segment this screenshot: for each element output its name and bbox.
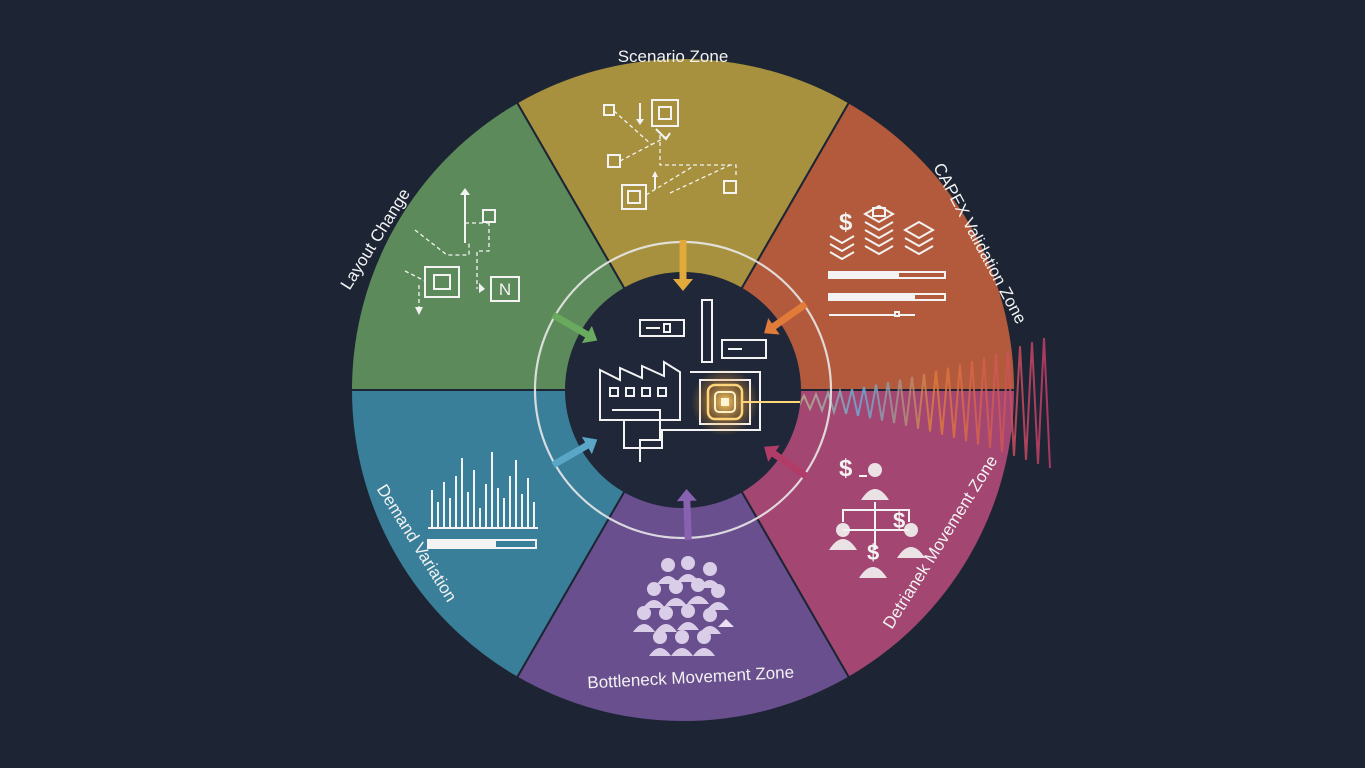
person-head (675, 630, 689, 644)
arrow-detrimental (764, 445, 808, 479)
person-head (681, 604, 695, 618)
person-head (703, 562, 717, 576)
person-head (681, 556, 695, 570)
arrow-bottleneck (676, 488, 697, 541)
dollar-sign-top: $ (839, 455, 853, 482)
money-stack-icon: $ (828, 204, 946, 317)
dollar-sign: $ (839, 209, 853, 236)
person-body (643, 600, 665, 608)
arrow-scenario (673, 240, 693, 291)
person-head (647, 582, 661, 596)
person-head (691, 578, 705, 592)
person-head (637, 606, 651, 620)
zone-label-scenario: Scenario Zone (618, 47, 729, 66)
org-money-icon: $ $ $ (829, 455, 925, 578)
dollar-sign-center: $ (867, 540, 879, 565)
person-head (703, 608, 717, 622)
person-body (671, 648, 693, 656)
person-body (665, 598, 687, 606)
arrow-capex (764, 301, 808, 335)
up-arrow-icon (718, 619, 734, 627)
dollar-sign-right: $ (893, 508, 905, 533)
person-head (653, 630, 667, 644)
person-body (677, 622, 699, 630)
person-body (693, 648, 715, 656)
person-body (655, 624, 677, 632)
signal-wave (759, 338, 1051, 469)
layout-diagram-icon (603, 99, 737, 210)
progress-fill (428, 540, 496, 548)
layout-node-letter: N (499, 280, 511, 299)
person-head (711, 584, 725, 598)
person-head (659, 606, 673, 620)
person-body (633, 624, 655, 632)
person-head (661, 558, 675, 572)
person-body (649, 648, 671, 656)
bar-chart-icon (427, 452, 538, 549)
person-head (697, 630, 711, 644)
person-head (669, 580, 683, 594)
person-body (687, 596, 709, 604)
arrow-demand (551, 436, 598, 469)
arrow-layout (551, 311, 598, 344)
chip-icon (706, 383, 800, 421)
crowd-icon (633, 556, 734, 656)
person-body (707, 602, 729, 610)
flow-path-icon: N (404, 188, 520, 315)
